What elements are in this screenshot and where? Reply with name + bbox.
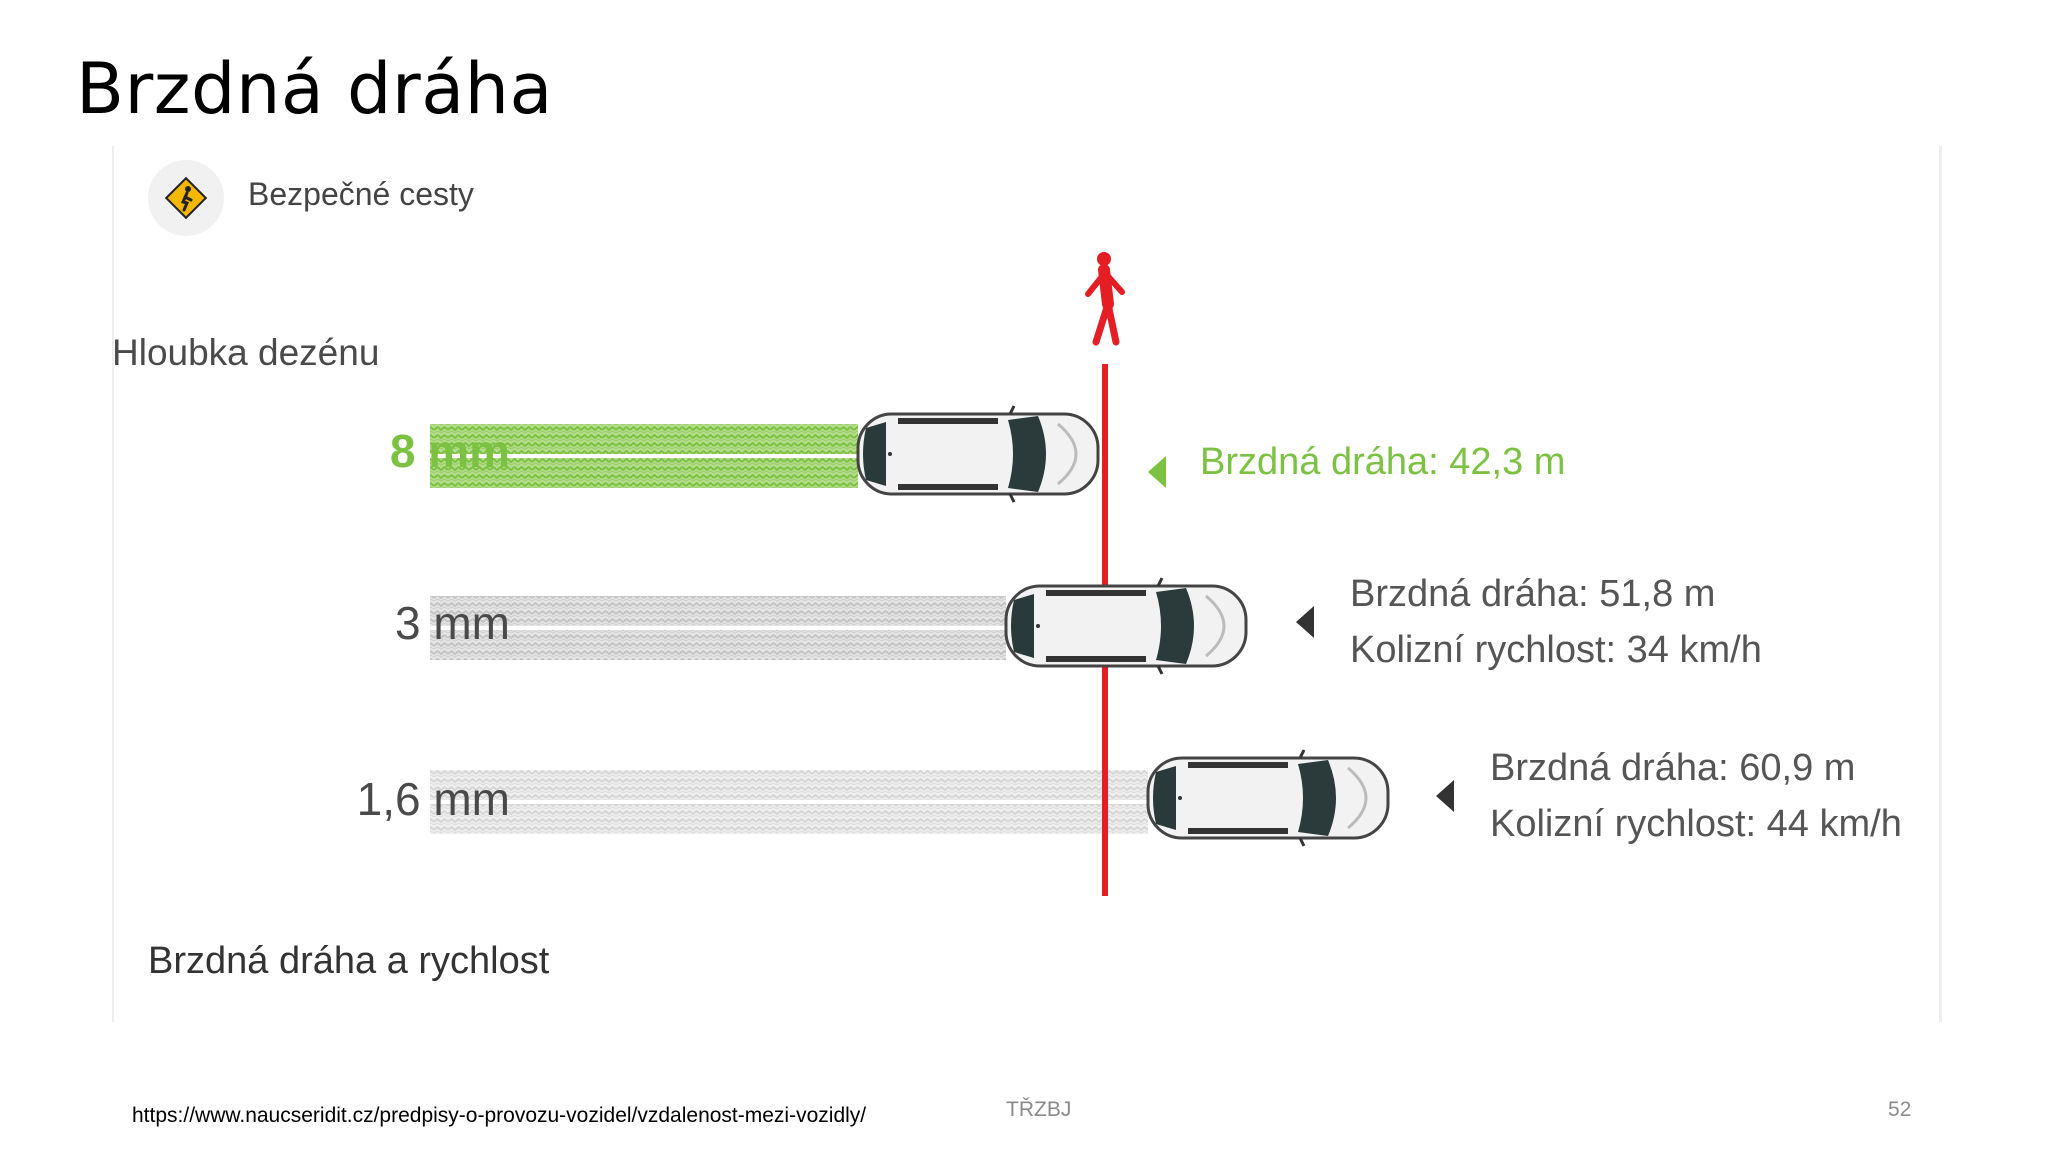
brand-name: Bezpečné cesty [248,176,474,212]
tire-track-8mm [430,424,858,488]
figure-border-right [1939,146,1942,1022]
depth-label-3mm: 3 mm [395,597,510,649]
left-triangle-icon [1296,606,1314,638]
braking-distance-3mm: Brzdná dráha: 51,8 m [1350,573,1716,615]
car-8mm [856,404,1100,504]
depth-label-1-6mm: 1,6 mm [356,773,510,825]
footer-label: TŘZBJ [1006,1098,1072,1121]
warning-diamond-icon [164,176,208,220]
row-text-3mm: Brzdná dráha: 51,8 m Kolizní rychlost: 3… [1350,566,1762,678]
figure-caption: Brzdná dráha a rychlost [148,940,550,982]
pedestrian-icon [1085,252,1125,346]
row-text-1-6mm: Brzdná dráha: 60,9 m Kolizní rychlost: 4… [1490,740,1902,852]
tire-track-3mm [430,596,1006,660]
figure-border-left [112,146,114,1022]
brand-logo [148,160,224,236]
collision-speed-1-6mm: Kolizní rychlost: 44 km/h [1490,803,1902,845]
depth-heading: Hloubka dezénu [112,332,380,373]
braking-distance-8mm: Brzdná dráha: 42,3 m [1200,441,1566,483]
left-triangle-icon [1148,456,1166,488]
collision-speed-3mm: Kolizní rychlost: 34 km/h [1350,629,1762,671]
source-link[interactable]: https://www.naucseridit.cz/predpisy-o-pr… [132,1104,867,1127]
depth-label-8mm: 8 mm [389,425,510,477]
tire-track-1-6mm [430,770,1148,834]
car-1-6mm [1146,748,1390,848]
car-3mm [1004,576,1248,676]
row-text-8mm: Brzdná dráha: 42,3 m [1200,434,1565,490]
braking-distance-1-6mm: Brzdná dráha: 60,9 m [1490,747,1856,789]
left-triangle-icon [1436,780,1454,812]
braking-distance-figure: Bezpečné cesty Hloubka dezénu [112,146,1942,1022]
slide-title: Brzdná dráha [76,48,553,130]
braking-diagram-graphics [430,252,1454,896]
page-number: 52 [1888,1098,1912,1121]
